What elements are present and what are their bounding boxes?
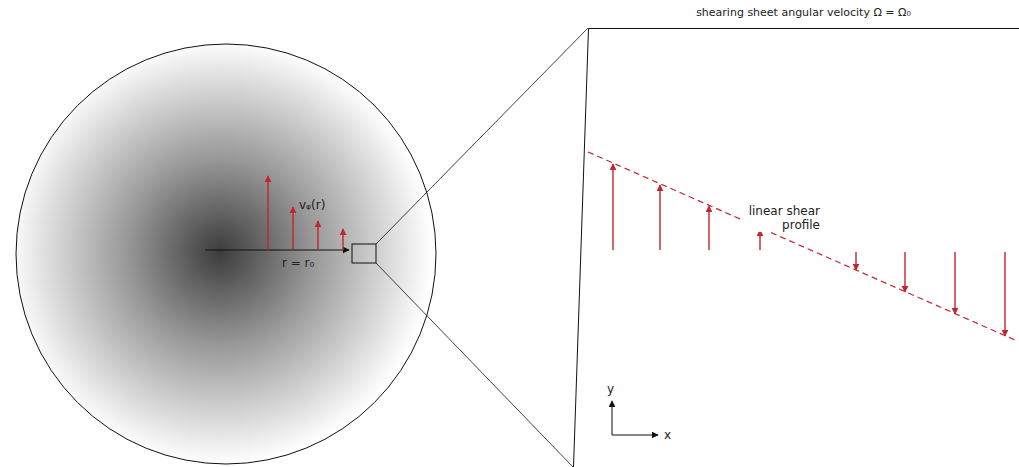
panel-border (574, 29, 1019, 467)
zoom-line (376, 28, 588, 244)
shear-arrows (613, 164, 1005, 336)
zoom-line (376, 263, 573, 467)
zoom-box (352, 244, 376, 263)
radius-arrow (205, 249, 349, 250)
shear-profile-line (588, 152, 1015, 340)
radius-label: r = r₀ (282, 256, 314, 270)
y-axis (612, 401, 613, 435)
axis-label: x (664, 428, 671, 442)
zoom-panel: shearing sheet angular velocity Ω = Ω₀ (573, 28, 1019, 467)
panel-title: shearing sheet angular velocity Ω = Ω₀ (696, 6, 911, 20)
panel-outline (573, 28, 1019, 467)
velocity-label: vᵩ(r) (299, 198, 325, 212)
axis-label: y (607, 382, 614, 396)
shear-label: linear shear profile (740, 204, 820, 232)
velocity-arrows (268, 176, 343, 250)
x-axis (612, 435, 658, 436)
disk (16, 44, 436, 464)
